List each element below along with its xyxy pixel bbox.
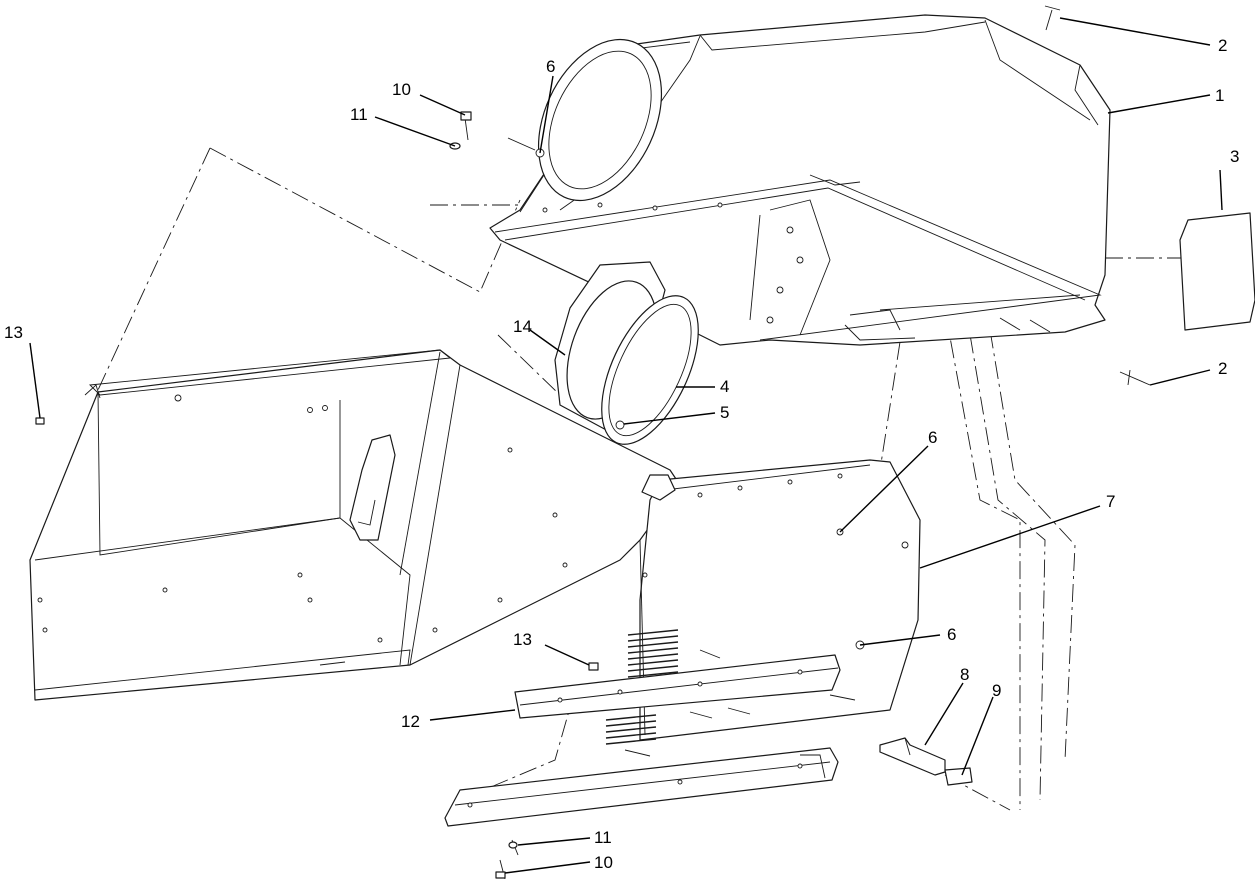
callout-13: 13 — [513, 630, 532, 649]
callout-10: 10 — [392, 80, 411, 99]
leader-lines — [29, 17, 1223, 874]
bracket-8 — [879, 737, 946, 776]
bottom-channel — [444, 747, 839, 827]
callout-3: 3 — [1230, 147, 1239, 166]
callout-9: 9 — [992, 681, 1001, 700]
callout-7: 7 — [1106, 492, 1115, 511]
bracket-9 — [944, 767, 973, 786]
clip-center — [588, 662, 599, 671]
callout-14: 14 — [513, 317, 532, 336]
lower-rail — [514, 654, 841, 719]
callout-8: 8 — [960, 665, 969, 684]
callout-5: 5 — [720, 403, 729, 422]
callout-11: 11 — [350, 105, 368, 124]
vent-grille-lower — [605, 714, 657, 745]
decal-plate — [1179, 212, 1255, 331]
callout-6: 6 — [546, 57, 555, 76]
callout-6: 6 — [947, 625, 956, 644]
callout-2: 2 — [1218, 36, 1227, 55]
callout-10: 10 — [594, 853, 613, 872]
callout-12: 12 — [401, 712, 420, 731]
callout-4: 4 — [720, 377, 729, 396]
callout-13: 13 — [4, 323, 23, 342]
callout-6: 6 — [928, 428, 937, 447]
bag-frame-left-box — [29, 349, 681, 701]
vent-grille-upper — [627, 629, 679, 678]
callout-1: 1 — [1215, 86, 1224, 105]
callout-2: 2 — [1218, 359, 1227, 378]
ring-fastener — [615, 420, 625, 430]
callout-11: 11 — [594, 828, 612, 847]
callout-labels: 1 2 2 3 4 5 6 6 6 7 8 9 10 10 11 11 12 1… — [4, 36, 1239, 872]
clip-left — [35, 417, 45, 425]
